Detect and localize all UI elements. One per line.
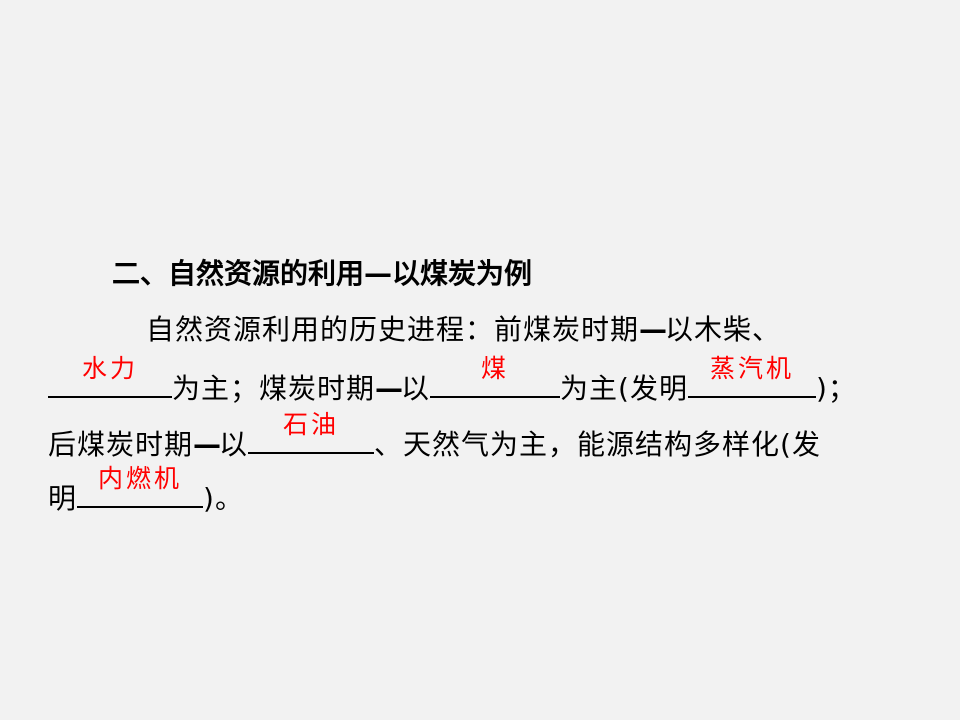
line1-tail: 以木柴、 bbox=[665, 313, 782, 346]
answer-3: 蒸汽机 bbox=[709, 354, 794, 383]
section-heading: 二、自然资源的利用—以煤炭为例 bbox=[112, 257, 533, 290]
line1-dash: — bbox=[639, 313, 667, 346]
paragraph-line-3: 后煤炭时期—以 石油、天然气为主，能源结构多样化(发 bbox=[48, 410, 821, 467]
answer-4: 石油 bbox=[283, 410, 340, 439]
line4-seg2: )。 bbox=[203, 482, 244, 515]
line2-seg2: 以 bbox=[401, 372, 431, 405]
line2-seg3: 为主(发明 bbox=[560, 372, 688, 405]
blank-3: 蒸汽机 bbox=[687, 354, 816, 398]
answer-1: 水力 bbox=[81, 354, 138, 383]
line2-seg4: )； bbox=[815, 372, 857, 405]
paragraph-line-4: 明内燃机 )。 bbox=[48, 464, 244, 521]
line3-dash: — bbox=[193, 428, 221, 461]
line4-seg1: 明 bbox=[48, 482, 78, 515]
blank-4: 石油 bbox=[248, 410, 375, 454]
answer-5: 内燃机 bbox=[98, 464, 183, 493]
line3-seg2: 以 bbox=[219, 428, 249, 461]
answer-2: 煤 bbox=[481, 354, 510, 383]
paragraph-line-1: 自然资源利用的历史进程：前煤炭时期—以木柴、 bbox=[146, 308, 781, 352]
line1-text: 自然资源利用的历史进程：前煤炭时期 bbox=[146, 313, 640, 346]
line2-dash: — bbox=[375, 372, 403, 405]
line3-seg3: 、天然气为主，能源结构多样化(发 bbox=[374, 428, 821, 461]
paragraph-line-2: 水力为主；煤炭时期—以 煤为主(发明蒸汽机 )； bbox=[48, 354, 857, 411]
blank-1: 水力 bbox=[48, 354, 172, 398]
blank-5: 内燃机 bbox=[77, 464, 204, 508]
line3-seg1: 后煤炭时期 bbox=[48, 428, 194, 461]
blank-2: 煤 bbox=[430, 354, 561, 398]
line2-seg1: 为主；煤炭时期 bbox=[172, 372, 376, 405]
